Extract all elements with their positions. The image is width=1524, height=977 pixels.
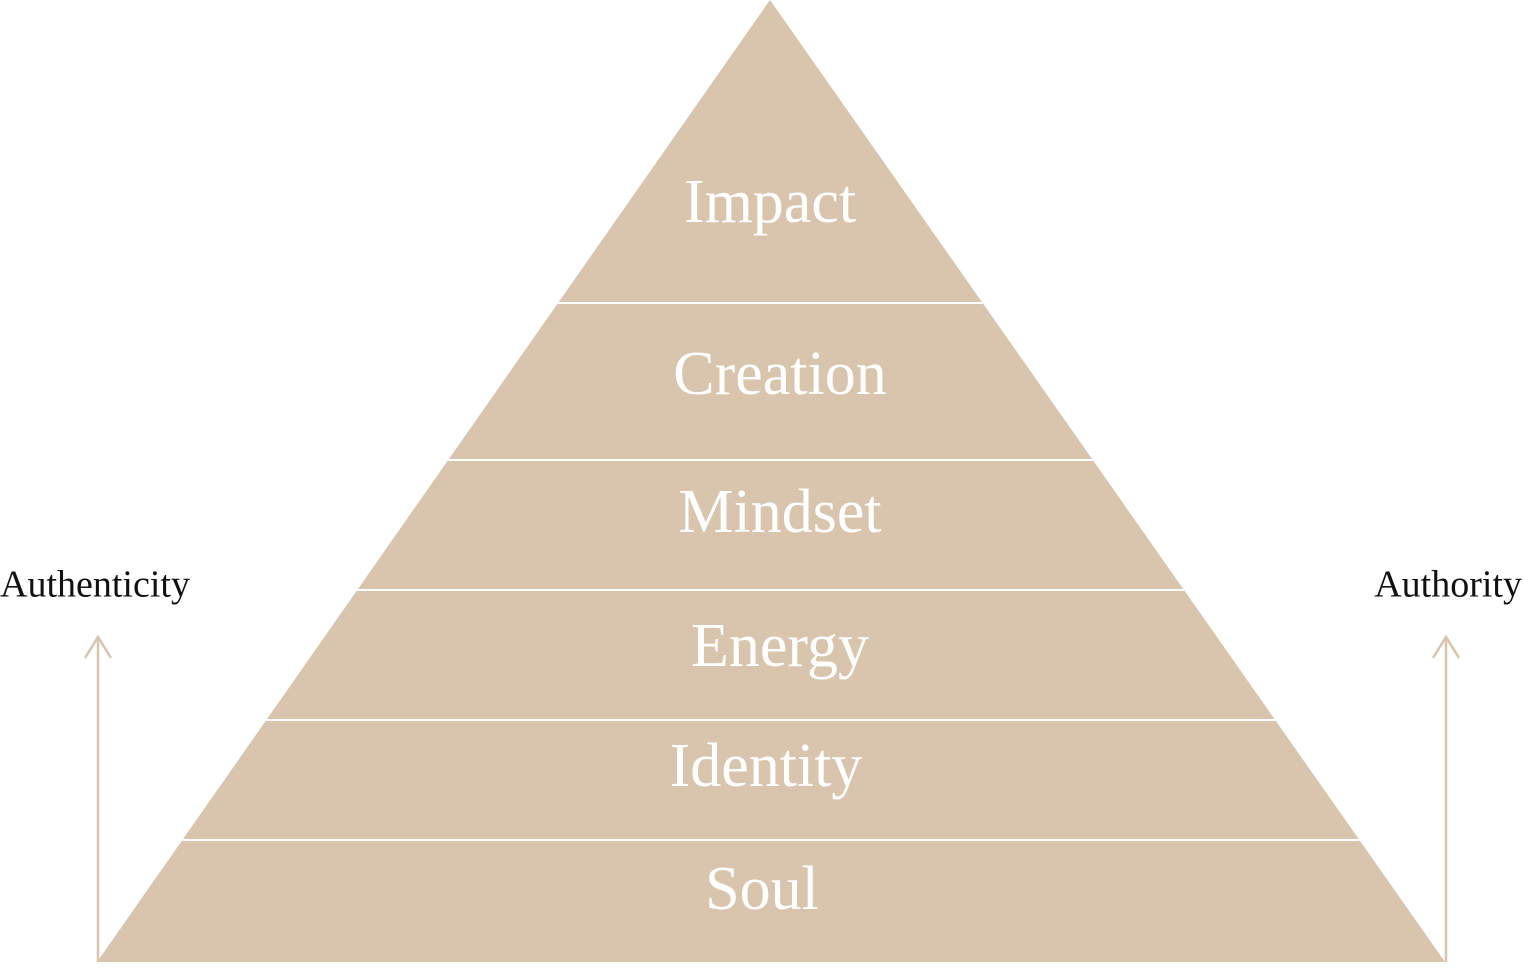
right-arrow-icon	[1431, 634, 1461, 962]
layer-label-creation: Creation	[673, 340, 887, 408]
layer-label-identity: Identity	[670, 732, 863, 800]
layer-label-soul: Soul	[705, 855, 819, 923]
layer-label-energy: Energy	[691, 612, 869, 680]
layer-label-impact: Impact	[684, 168, 856, 236]
layer-label-mindset: Mindset	[678, 478, 881, 546]
right-axis-label: Authority	[1374, 564, 1522, 606]
pyramid	[97, 0, 1445, 962]
left-axis-label: Authenticity	[0, 564, 190, 606]
left-arrow-icon	[83, 634, 113, 962]
